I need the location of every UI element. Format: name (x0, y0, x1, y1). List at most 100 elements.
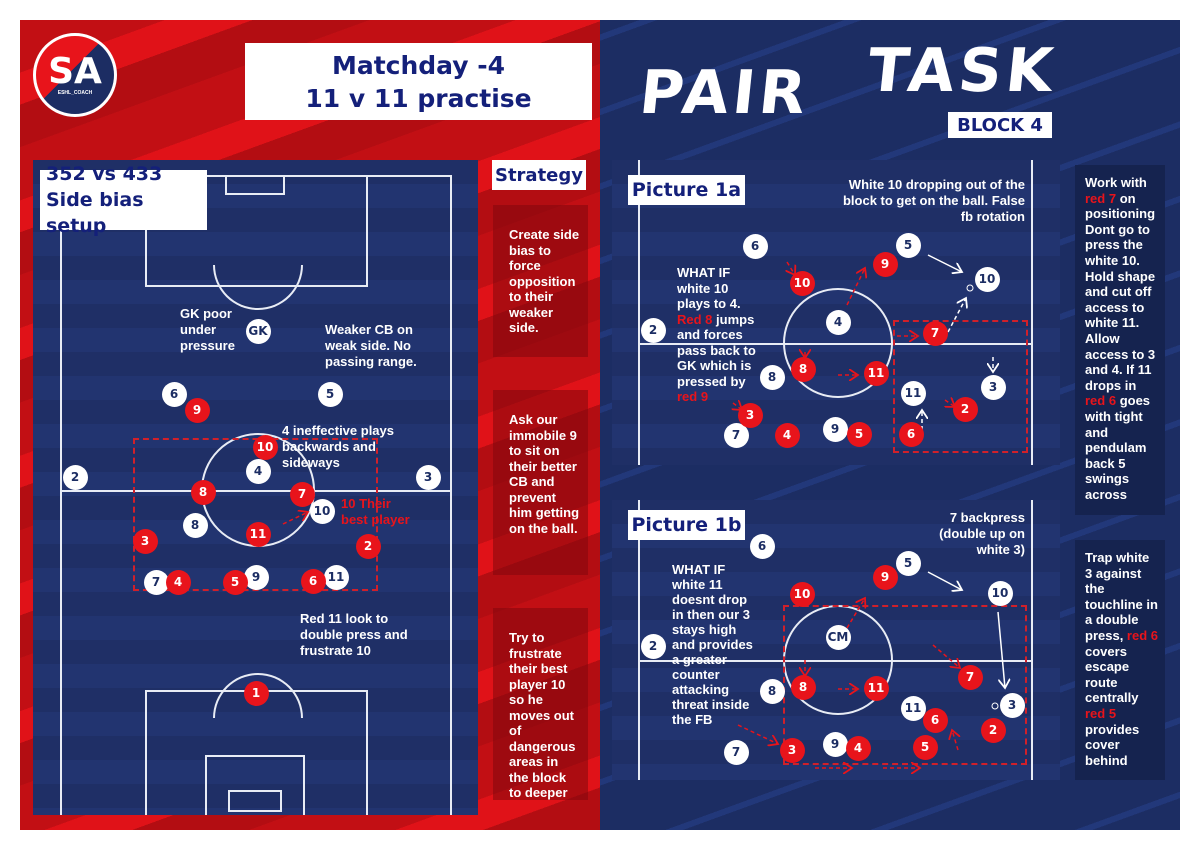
white-player-token: 11 (900, 695, 926, 721)
text-segment: covers escape route centrally (1085, 643, 1139, 706)
white-player-token: 2 (640, 633, 666, 659)
red-player-token: 1 (243, 680, 269, 706)
red-player-token: 3 (737, 402, 763, 428)
white-player-token: 7 (723, 739, 749, 765)
white-player-token: 10 (309, 498, 335, 524)
white-player-token: 4 (825, 309, 851, 335)
text-segment: WHAT IF white 11 doesnt drop in then our… (672, 562, 753, 727)
note-red-11: Red 11 look to double press and frustrat… (300, 611, 408, 658)
red-player-token: 8 (790, 674, 816, 700)
highlight-text: red 9 (677, 389, 709, 404)
sideline-left (638, 500, 640, 780)
pair-word: PAIR (636, 58, 814, 128)
white-player-token: 8 (759, 364, 785, 390)
white-player-token: 2 (62, 464, 88, 490)
task-word: TASK (864, 36, 1061, 106)
highlight-text: red 6 (1085, 393, 1117, 409)
red-player-token: 6 (300, 568, 326, 594)
highlight-text: red 7 (1085, 190, 1117, 206)
text-segment: goes with tight and pendulam back 5 swin… (1085, 393, 1151, 502)
picture-1a-label: Picture 1a (628, 175, 745, 205)
text-segment: jumps and forces pass back to GK which i… (677, 311, 756, 389)
title-line-1: Matchday -4 (331, 50, 506, 80)
white-player-token: 5 (317, 381, 343, 407)
setup-line-2: Side bias setup (46, 189, 144, 237)
white-player-token: 11 (323, 564, 349, 590)
top-goal-area (225, 175, 285, 195)
picture-1a-what-if: WHAT IF white 10 plays to 4. Red 8 jumps… (677, 265, 759, 405)
text-segment: provides cover behind (1085, 721, 1140, 768)
white-player-token: 7 (143, 569, 169, 595)
red-player-token: 5 (222, 569, 248, 595)
text-segment: WHAT IF white 10 plays to 4. (677, 265, 741, 311)
white-player-token: 10 (987, 580, 1013, 606)
picture-1b-caption: 7 backpress (double up on white 3) (939, 510, 1025, 557)
red-player-token: 2 (980, 717, 1006, 743)
text-segment: on positioning Dont go to press the whit… (1085, 190, 1156, 393)
white-player-token: 5 (895, 232, 921, 258)
red-player-token: 8 (790, 356, 816, 382)
note-weak-cb: Weaker CB on weak side. No passing range… (325, 322, 417, 369)
red-player-token: 5 (912, 734, 938, 760)
white-player-token: 6 (161, 381, 187, 407)
setup-line-1: 352 vs 433 (46, 163, 163, 185)
red-player-token: 4 (845, 735, 871, 761)
white-player-token: 2 (640, 317, 666, 343)
red-player-token: 3 (779, 737, 805, 763)
white-player-token: 5 (895, 550, 921, 576)
white-player-token: 9 (822, 731, 848, 757)
white-player-token: GK (245, 318, 271, 344)
strategy-item-2: Ask our immobile 9 to sit on their bette… (493, 390, 588, 575)
red-player-token: 8 (190, 479, 216, 505)
red-player-token: 3 (132, 528, 158, 554)
red-player-token: 7 (289, 481, 315, 507)
red-player-token: 9 (184, 397, 210, 423)
white-player-token: 6 (749, 533, 775, 559)
red-player-token: 6 (922, 707, 948, 733)
white-player-token: CM (825, 624, 851, 650)
strategy-item-3: Try to frustrate their best player 10 so… (493, 608, 588, 800)
picture-1b-label: Picture 1b (628, 510, 745, 540)
white-player-token: 10 (974, 266, 1000, 292)
highlight-text: Red 8 (677, 311, 713, 327)
red-player-token: 6 (898, 421, 924, 447)
white-player-token: 3 (999, 692, 1025, 718)
picture-1a-side-note: Work with red 7 on positioning Dont go t… (1075, 165, 1165, 515)
white-player-token: 6 (742, 233, 768, 259)
club-logo: SA ESHL_COACH (33, 33, 117, 117)
press-zone (783, 605, 1027, 765)
white-player-token: 8 (759, 678, 785, 704)
red-player-token: 2 (355, 533, 381, 559)
picture-1b-side-note: Trap white 3 against the touchline in a … (1075, 540, 1165, 780)
red-player-token: 10 (789, 581, 815, 607)
white-player-token: 3 (415, 464, 441, 490)
red-player-token: 7 (957, 664, 983, 690)
text-segment: Trap white 3 against the touchline in a … (1085, 550, 1158, 643)
red-player-token: 7 (922, 320, 948, 346)
logo-text: SA (48, 51, 102, 92)
highlight-text: red 6 (1126, 627, 1158, 643)
sideline-right (1031, 500, 1033, 780)
white-player-token: 11 (900, 380, 926, 406)
red-player-token: 9 (872, 251, 898, 277)
title-line-2: 11 v 11 practise (305, 83, 532, 113)
red-player-token: 9 (872, 564, 898, 590)
picture-1b-what-if: WHAT IF white 11 doesnt drop in then our… (672, 562, 754, 727)
strategy-item-1: Create side bias to force opposition to … (493, 205, 588, 357)
note-gk: GK poor under pressure (180, 306, 235, 353)
setup-label: 352 vs 433 Side bias setup (40, 163, 207, 237)
picture-1a-caption: White 10 dropping out of the block to ge… (842, 177, 1025, 224)
white-player-token: 3 (980, 374, 1006, 400)
red-player-token: 5 (846, 421, 872, 447)
white-player-token: 8 (182, 512, 208, 538)
title-box: Matchday -4 11 v 11 practise (245, 43, 592, 120)
strategy-title: Strategy (492, 160, 586, 190)
text-segment: Work with (1085, 175, 1147, 190)
note-ineffective: 4 ineffective plays backwards and sidewa… (282, 423, 394, 470)
highlight-text: red 5 (1085, 705, 1117, 721)
sideline-left (638, 160, 640, 465)
red-player-token: 4 (165, 569, 191, 595)
white-player-token: 9 (243, 564, 269, 590)
red-player-token: 4 (774, 422, 800, 448)
block-badge: BLOCK 4 (948, 112, 1052, 138)
